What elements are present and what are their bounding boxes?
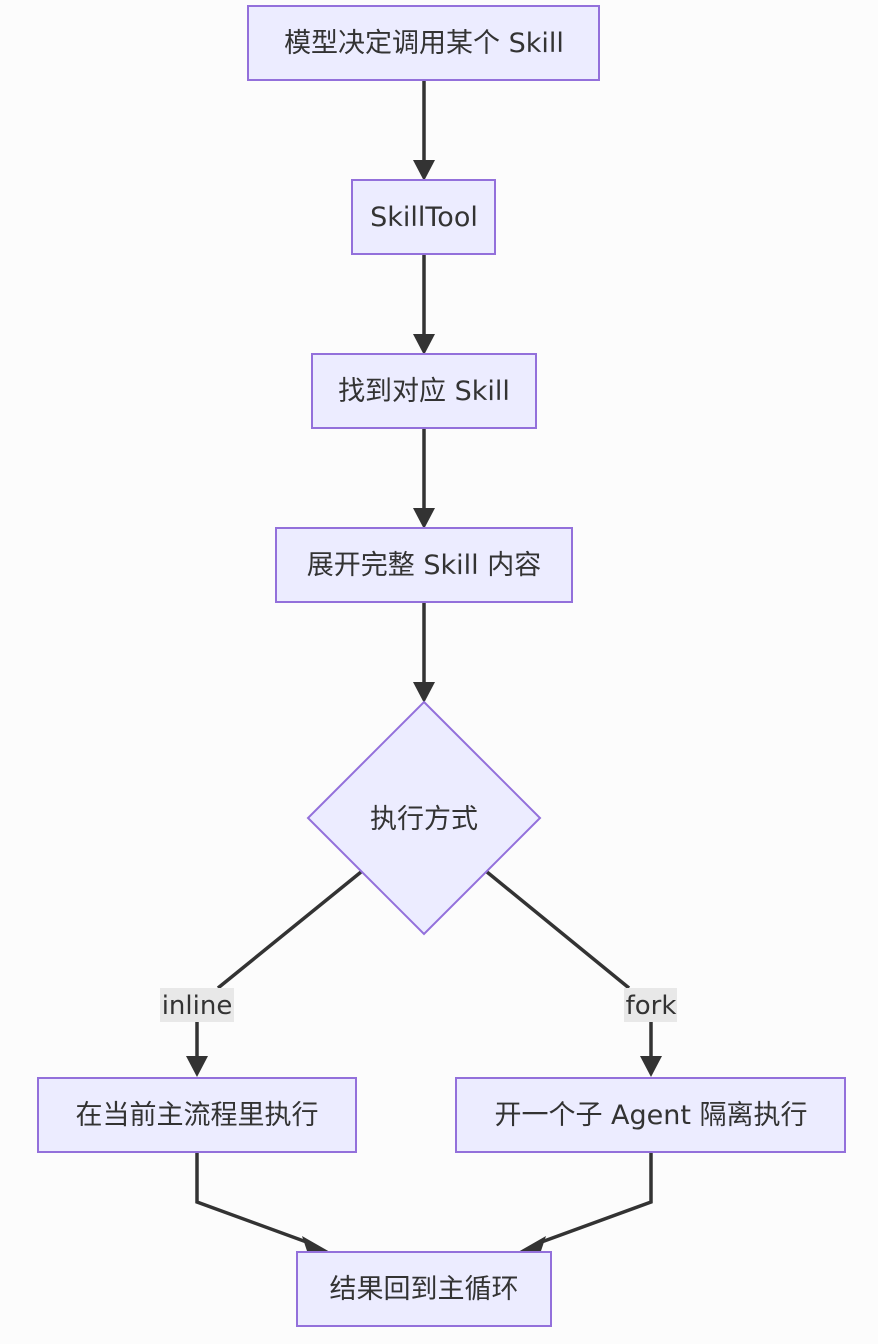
arrowhead bbox=[518, 1236, 546, 1254]
arrowhead bbox=[413, 160, 435, 181]
edge-label-fork-text: fork bbox=[626, 991, 677, 1021]
arrowhead bbox=[640, 1056, 662, 1077]
arrowhead bbox=[186, 1056, 208, 1077]
node-fork-exec-label: 开一个子 Agent 隔离执行 bbox=[494, 1100, 807, 1131]
node-decide[interactable]: 模型决定调用某个 Skill bbox=[247, 5, 600, 81]
node-skilltool[interactable]: SkillTool bbox=[351, 179, 496, 255]
edge-inline-result bbox=[195, 1152, 313, 1246]
node-mode-label: 执行方式 bbox=[370, 804, 478, 835]
node-result[interactable]: 结果回到主循环 bbox=[296, 1251, 552, 1327]
node-inline-exec-label: 在当前主流程里执行 bbox=[76, 1100, 319, 1131]
node-decide-label: 模型决定调用某个 Skill bbox=[284, 28, 564, 59]
node-expand-label: 展开完整 Skill 内容 bbox=[307, 550, 541, 581]
arrowhead bbox=[413, 682, 435, 703]
node-mode-decision[interactable]: 执行方式 bbox=[306, 700, 542, 936]
edge-label-inline: inline bbox=[160, 988, 234, 1022]
arrowhead bbox=[413, 508, 435, 529]
node-inline-exec[interactable]: 在当前主流程里执行 bbox=[37, 1077, 357, 1153]
edge-mode-inline bbox=[195, 870, 363, 1056]
edge-label-inline-text: inline bbox=[162, 991, 233, 1021]
node-skilltool-label: SkillTool bbox=[370, 202, 478, 233]
arrowhead bbox=[302, 1236, 330, 1254]
arrowhead bbox=[413, 334, 435, 355]
node-fork-exec[interactable]: 开一个子 Agent 隔离执行 bbox=[455, 1077, 846, 1153]
edge-fork-result bbox=[535, 1152, 653, 1246]
node-expand[interactable]: 展开完整 Skill 内容 bbox=[275, 527, 573, 603]
node-find[interactable]: 找到对应 Skill bbox=[311, 353, 537, 429]
edge-mode-fork bbox=[485, 870, 653, 1056]
edge-label-fork: fork bbox=[624, 988, 677, 1022]
edges bbox=[186, 80, 662, 1254]
node-find-label: 找到对应 Skill bbox=[338, 376, 510, 407]
node-result-label: 结果回到主循环 bbox=[330, 1274, 519, 1305]
